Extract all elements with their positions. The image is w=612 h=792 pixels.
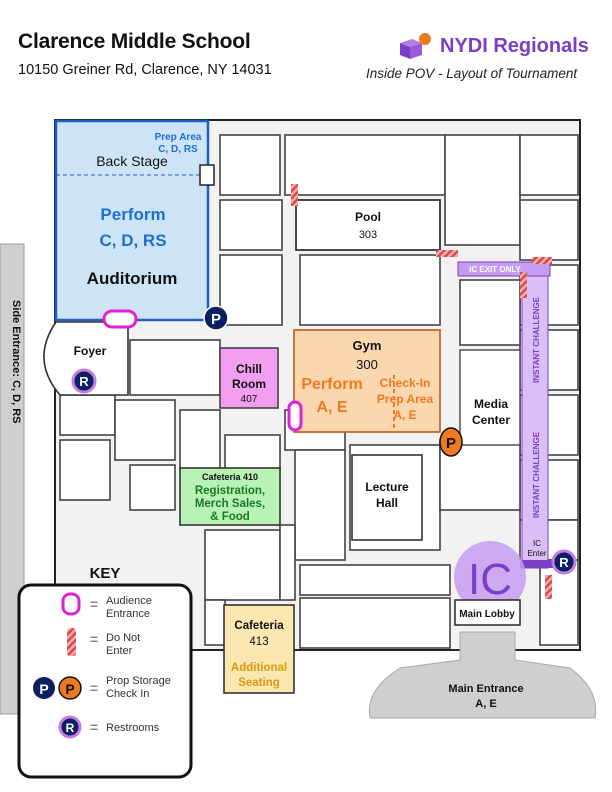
school-address: 10150 Greiner Rd, Clarence, NY 14031 — [18, 62, 272, 78]
key-audience-1: Audience — [106, 595, 152, 607]
media-center-room — [459, 349, 521, 446]
do-not-enter-icon — [291, 184, 298, 206]
svg-text:=: = — [90, 596, 98, 612]
auditorium-room — [54, 119, 210, 322]
cafeteria-413-room — [223, 604, 295, 694]
prop-storage-icon: P — [439, 427, 463, 457]
do-not-enter-icon — [545, 575, 552, 599]
key-donot-icon — [67, 628, 76, 656]
main-entrance-label-2: A, E — [475, 698, 496, 710]
main-entrance-canopy — [368, 631, 597, 719]
ic-enter-label-2: Enter — [527, 549, 546, 558]
svg-text:P: P — [446, 435, 456, 452]
cafeteria-410-title: Cafeteria 410 — [202, 472, 258, 482]
ic-enter-label-1: IC — [533, 539, 541, 548]
prep-area-codes: C, D, RS — [158, 144, 198, 155]
ic-circle — [454, 541, 526, 613]
key-prop-orange-icon — [58, 676, 82, 700]
do-not-enter-icon — [520, 272, 527, 298]
pool-number: 303 — [359, 229, 377, 241]
key-restroom-icon — [58, 715, 82, 739]
perform-ae-label-2: A, E — [316, 399, 347, 416]
audience-entrance-icon — [102, 309, 138, 329]
svg-text:R: R — [66, 721, 75, 735]
additional-seating-2: Seating — [238, 677, 280, 689]
key-prop-navy-icon — [33, 677, 55, 699]
audience-entrance-icon — [287, 400, 303, 432]
main-lobby-room — [454, 599, 521, 626]
key-prop-1: Prop Storage — [106, 675, 171, 687]
additional-seating-1: Additional — [231, 662, 287, 674]
do-not-enter-icon — [532, 257, 552, 264]
key-title: KEY — [90, 565, 121, 582]
svg-text:P: P — [39, 681, 48, 697]
checkin-label-1: Check-In — [380, 376, 431, 390]
prep-area-label: Prep Area — [155, 132, 202, 143]
restroom-icon: R — [551, 549, 577, 575]
foyer-label: Foyer — [74, 344, 107, 358]
instant-challenge-label-2: INSTANT CHALLENGE — [532, 431, 541, 518]
do-not-enter-icon — [436, 250, 458, 257]
svg-text:R: R — [79, 374, 89, 389]
ic-exit-label: IC EXIT ONLY — [469, 265, 521, 274]
checkin-label-3: A, E — [393, 408, 416, 422]
cafeteria-410-line-2: Merch Sales, — [195, 498, 265, 510]
foyer-room — [43, 321, 129, 396]
key-donot-2: Enter — [106, 645, 133, 657]
cafeteria-410-line-1: Registration, — [195, 485, 265, 497]
side-entrance-label: Side Entrance: C, D, RS — [10, 300, 22, 423]
map-key: KEY = Audience Entrance = Do Not Enter P… — [17, 565, 193, 779]
cafeteria-410-room — [179, 467, 281, 526]
chill-label-1: Chill — [236, 362, 262, 376]
key-audience-icon — [61, 592, 81, 616]
key-audience-2: Entrance — [106, 608, 150, 620]
main-entrance-label-1: Main Entrance — [448, 683, 523, 695]
brand-name: NYDI Regionals — [440, 35, 589, 57]
cafeteria-413-label-2: 413 — [249, 636, 268, 648]
brand-cube-icon — [400, 33, 431, 59]
chill-number: 407 — [241, 394, 258, 405]
svg-text:=: = — [90, 680, 98, 696]
key-restrooms: Restrooms — [106, 722, 160, 734]
perform-cdrs-label-2: C, D, RS — [99, 231, 166, 250]
key-donot-1: Do Not — [106, 632, 140, 644]
instant-challenge-label-1: INSTANT CHALLENGE — [532, 296, 541, 383]
svg-text:P: P — [65, 681, 74, 697]
ic-big-label: IC — [468, 555, 512, 604]
media-label-2: Center — [472, 413, 510, 427]
lecture-label-1: Lecture — [365, 480, 409, 494]
main-lobby-label: Main Lobby — [459, 609, 515, 620]
media-label-1: Media — [474, 397, 508, 411]
lecture-hall-room — [351, 454, 423, 541]
perform-ae-label-1: Perform — [301, 376, 362, 393]
checkin-label-2: Prep Area — [377, 392, 434, 406]
brand-subtitle: Inside POV - Layout of Tournament — [366, 66, 578, 81]
pool-room — [295, 199, 441, 251]
svg-text:=: = — [90, 631, 98, 647]
gym-label: Gym — [353, 338, 382, 353]
restroom-icon: R — [71, 368, 97, 394]
school-title: Clarence Middle School — [18, 30, 251, 53]
back-stage-label: Back Stage — [96, 153, 168, 169]
cafeteria-413-label-1: Cafeteria — [234, 620, 284, 632]
cafeteria-410-line-3: & Food — [210, 511, 250, 523]
gym-number: 300 — [356, 357, 378, 372]
pool-label: Pool — [355, 210, 381, 224]
svg-text:R: R — [559, 555, 569, 570]
prop-storage-icon: P — [203, 305, 229, 331]
auditorium-label: Auditorium — [87, 269, 178, 288]
perform-cdrs-label-1: Perform — [100, 205, 165, 224]
chill-room — [219, 347, 279, 409]
svg-text:P: P — [211, 311, 221, 328]
lecture-label-2: Hall — [376, 496, 398, 510]
key-prop-2: Check In — [106, 688, 149, 700]
svg-text:=: = — [90, 719, 98, 735]
chill-label-2: Room — [232, 377, 266, 391]
gym-room — [293, 329, 441, 433]
